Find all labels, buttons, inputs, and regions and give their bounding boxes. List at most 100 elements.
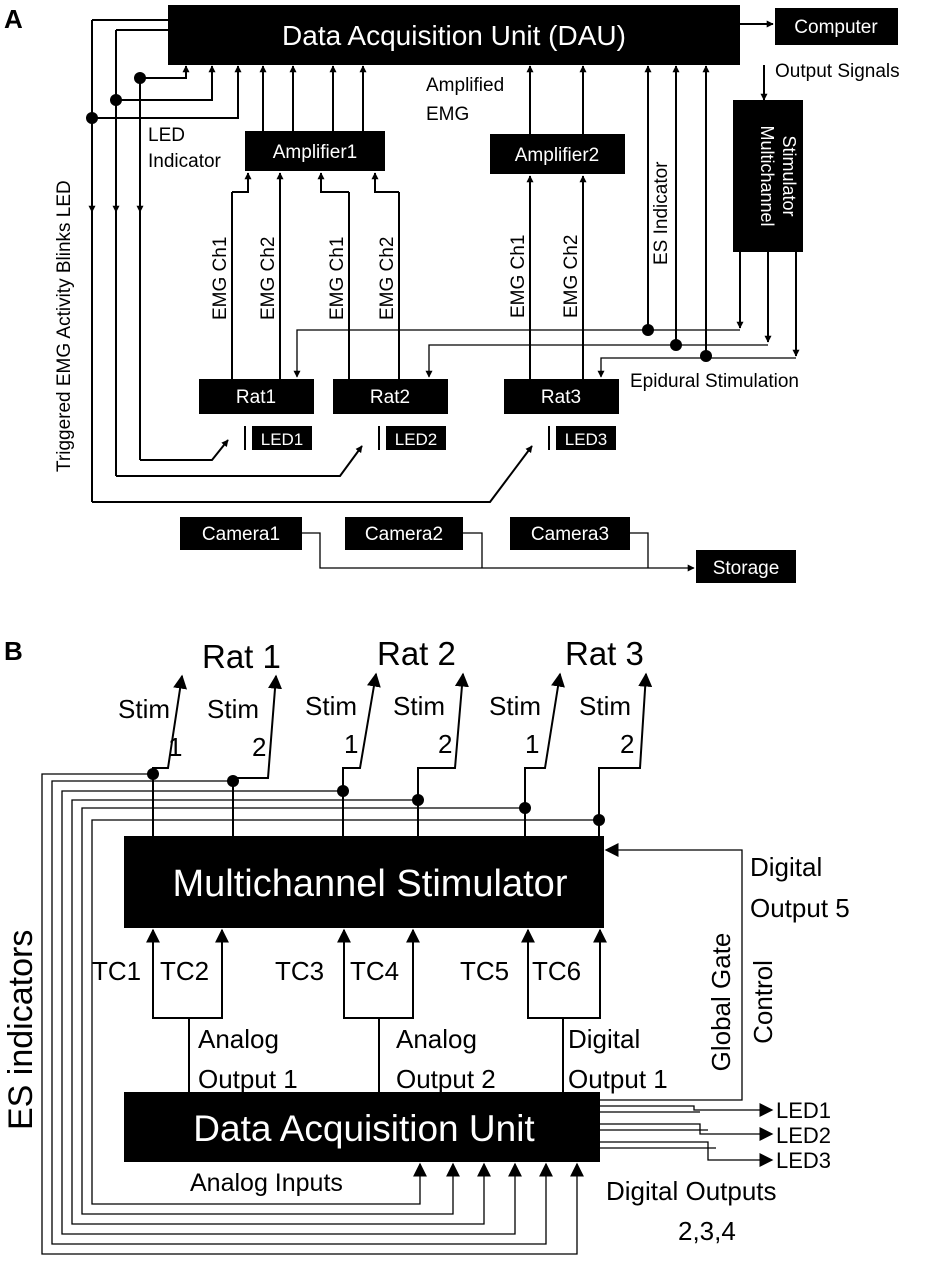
analog-out1-label-2: Output 1 bbox=[198, 1064, 298, 1094]
tc1-wire bbox=[146, 928, 190, 1092]
amplifier1-box bbox=[245, 131, 385, 171]
stimulator-label-b: Multichannel Stimulator bbox=[173, 863, 568, 905]
emg-line-1b bbox=[232, 172, 252, 193]
camera2-label: Camera2 bbox=[365, 524, 443, 545]
emg-ch1-label-2: EMG Ch1 bbox=[327, 237, 348, 320]
stim-num: 2 bbox=[252, 732, 266, 762]
led3-label: LED3 bbox=[565, 430, 608, 449]
rat1-box bbox=[199, 379, 314, 414]
rat2-label: Rat2 bbox=[370, 387, 410, 408]
led3-wire-b bbox=[600, 1141, 774, 1167]
led1-label: LED1 bbox=[261, 430, 304, 449]
stim-line-6 bbox=[598, 672, 653, 836]
es-loop-6 bbox=[91, 819, 599, 1205]
led-indicator-label-2: Indicator bbox=[148, 151, 222, 172]
emg-ch1-label-3: EMG Ch1 bbox=[508, 235, 529, 318]
panel-b: B Rat 1 Rat 2 Rat 3 Stim Stim Stim Stim … bbox=[2, 635, 850, 1255]
stim-label: Stim bbox=[393, 691, 445, 721]
stim-num: 2 bbox=[620, 729, 634, 759]
tc6-wire bbox=[563, 928, 607, 1019]
global-gate-label-1: Global Gate bbox=[706, 933, 736, 1072]
epidural-feed-2 bbox=[425, 344, 768, 378]
tc4-wire bbox=[379, 928, 420, 1019]
tc2-wire bbox=[189, 928, 229, 1019]
camera3-wire bbox=[630, 532, 649, 568]
es-indicator-label: ES Indicator bbox=[651, 161, 672, 265]
amplifier1-label: Amplifier1 bbox=[273, 142, 357, 163]
emg-ch2-label-1: EMG Ch2 bbox=[258, 237, 279, 320]
led-wire-1 bbox=[140, 439, 229, 461]
global-gate-wire bbox=[600, 843, 743, 1101]
es-indicators-label: ES indicators bbox=[2, 930, 40, 1130]
camera2-box bbox=[345, 517, 463, 550]
digital-out1-label-1: Digital bbox=[568, 1024, 640, 1054]
emg-ch2-label-3: EMG Ch2 bbox=[561, 235, 582, 318]
es-loop-2 bbox=[51, 780, 553, 1245]
led1-label-b: LED1 bbox=[776, 1098, 831, 1123]
panel-b-label: B bbox=[4, 636, 23, 666]
led2-wire-b bbox=[600, 1123, 774, 1141]
stim-label: Stim bbox=[207, 694, 259, 724]
es-loop-1 bbox=[41, 773, 584, 1255]
amplified-label-1: Amplified bbox=[426, 75, 504, 96]
emg-line-3b bbox=[317, 172, 349, 193]
amplified-label-2: EMG bbox=[426, 104, 469, 125]
tc5-label: TC5 bbox=[460, 956, 509, 986]
tc3-label: TC3 bbox=[275, 956, 324, 986]
stim-label: Stim bbox=[305, 691, 357, 721]
stim-label: Stim bbox=[118, 694, 170, 724]
analog-out1-label-1: Analog bbox=[198, 1024, 279, 1054]
digital-outputs-label-2: 2,3,4 bbox=[678, 1216, 736, 1246]
stimulator-label-2: Stimulator bbox=[779, 135, 799, 216]
led-ind-3 bbox=[91, 65, 242, 502]
stim-label: Stim bbox=[579, 691, 631, 721]
stimulator-box-b bbox=[124, 836, 604, 928]
triggered-label: Triggered EMG Activity Blinks LED bbox=[54, 180, 75, 472]
rat1-heading: Rat 1 bbox=[202, 638, 281, 675]
tc6-label: TC6 bbox=[532, 956, 581, 986]
epidural-feed-3 bbox=[597, 357, 796, 378]
amplifier2-box bbox=[490, 134, 625, 174]
stim-label: Stim bbox=[489, 691, 541, 721]
camera2-wire bbox=[463, 532, 483, 568]
dau-label-b: Data Acquisition Unit bbox=[193, 1108, 535, 1149]
led-wire-2 bbox=[116, 445, 363, 477]
es-loop-5 bbox=[81, 807, 525, 1215]
panel-a-label: A bbox=[4, 4, 23, 34]
rat2-box bbox=[333, 379, 448, 414]
led-ind-2 bbox=[115, 65, 216, 476]
digital-out5-label-1: Digital bbox=[750, 852, 822, 882]
rat3-box bbox=[504, 379, 619, 414]
led-wire-3 bbox=[92, 445, 533, 503]
camera3-label: Camera3 bbox=[531, 524, 609, 545]
digital-outputs-label-1: Digital Outputs bbox=[606, 1176, 777, 1206]
analog-out2-label-1: Analog bbox=[396, 1024, 477, 1054]
emg-ch2-label-2: EMG Ch2 bbox=[377, 237, 398, 320]
output-signals-label: Output Signals bbox=[775, 61, 900, 82]
tc3-wire bbox=[337, 928, 380, 1092]
stim-line-2 bbox=[232, 674, 282, 836]
computer-box bbox=[775, 8, 898, 45]
rat3-heading: Rat 3 bbox=[565, 635, 644, 672]
led3-label-b: LED3 bbox=[776, 1148, 831, 1173]
stim-num: 1 bbox=[525, 729, 539, 759]
global-gate-label-2: Control bbox=[748, 960, 778, 1044]
tc5-wire bbox=[521, 928, 564, 1092]
tc2-label: TC2 bbox=[160, 956, 209, 986]
junction-dot bbox=[670, 339, 682, 351]
rat2-heading: Rat 2 bbox=[377, 635, 456, 672]
led2-label-b: LED2 bbox=[776, 1123, 831, 1148]
rat3-label: Rat3 bbox=[541, 387, 581, 408]
digital-out1-label-2: Output 1 bbox=[568, 1064, 668, 1094]
digital-out5-label-2: Output 5 bbox=[750, 893, 850, 923]
stimulator-label-1: Multichannel bbox=[757, 125, 777, 226]
epidural-label: Epidural Stimulation bbox=[630, 371, 799, 392]
led-indicator-label-1: LED bbox=[148, 125, 185, 146]
stim-num: 1 bbox=[344, 729, 358, 759]
camera3-box bbox=[510, 517, 630, 550]
stim-num: 2 bbox=[438, 729, 452, 759]
camera1-wire bbox=[302, 532, 695, 572]
analog-inputs-label: Analog Inputs bbox=[190, 1169, 343, 1197]
panel-a: A Data Acquisition Unit (DAU) Computer O… bbox=[4, 4, 900, 583]
